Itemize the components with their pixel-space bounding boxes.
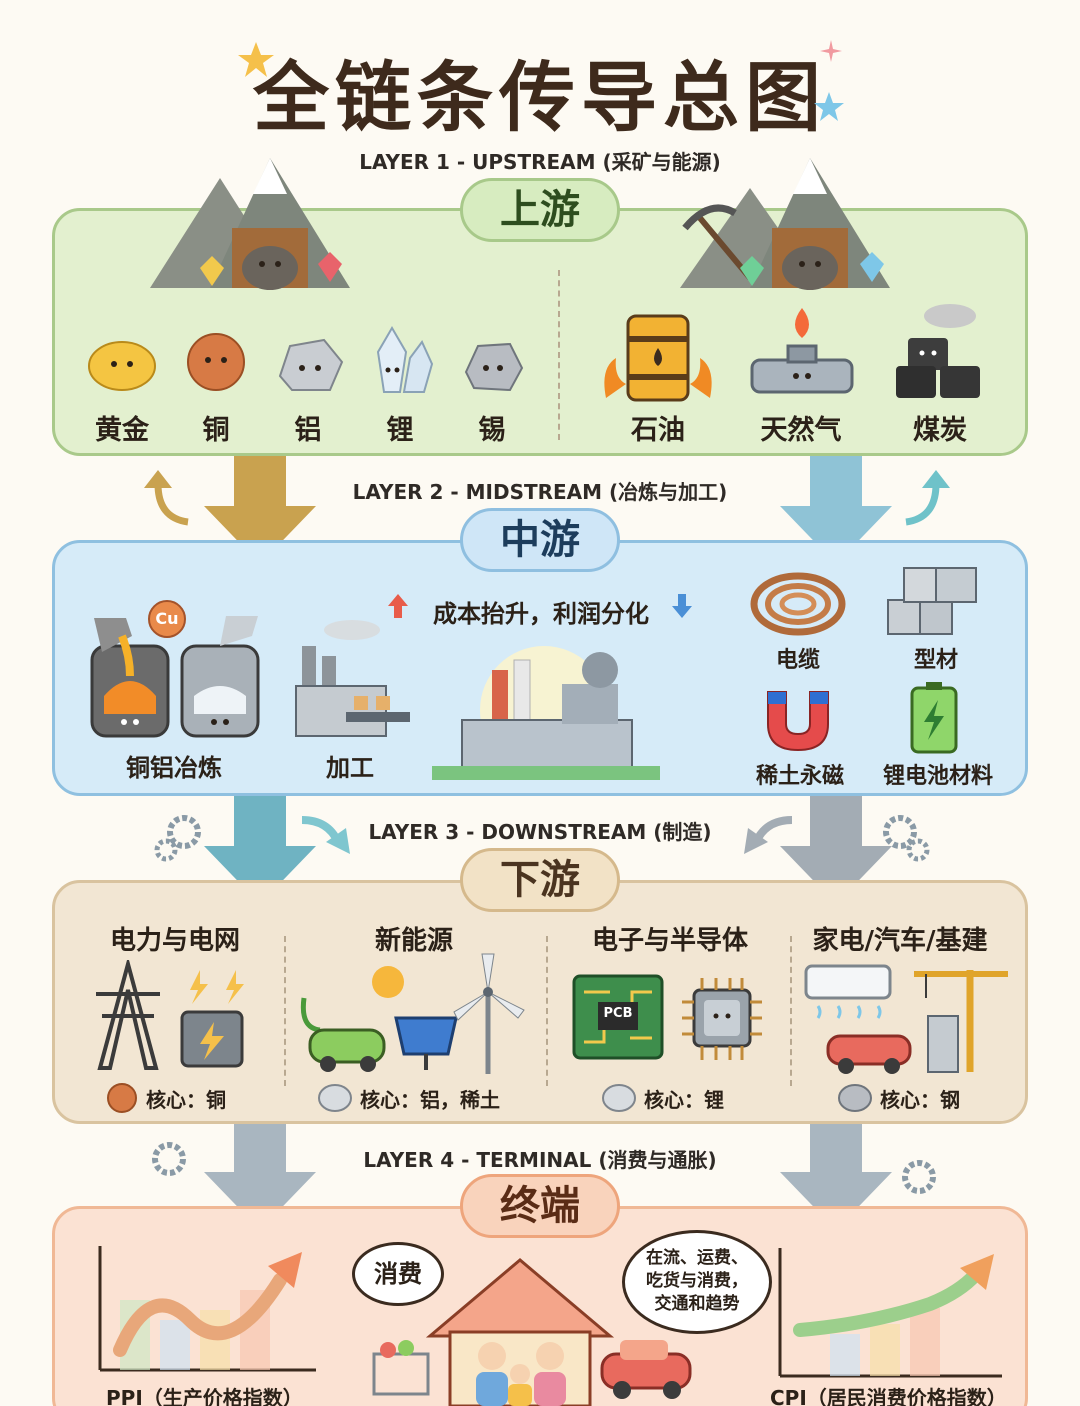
midstream-badge: 中游: [460, 508, 620, 572]
pcb-label: PCB: [603, 1006, 633, 1021]
ev-solar-icon: [300, 966, 458, 1072]
appliance-car-crane-icon: [804, 964, 1008, 1074]
upstream-metal-label: 铝: [294, 415, 322, 446]
arrow-down-icon: [672, 594, 692, 618]
sector-title: 电力与电网: [109, 926, 240, 956]
gear-icon: [154, 815, 201, 862]
mine-mountain-icon: [150, 158, 350, 290]
divider: [558, 270, 560, 440]
core-material: 核心：铜: [146, 1088, 226, 1112]
gear-icon: [152, 1142, 186, 1176]
sector-title: 家电/汽车/基建: [812, 926, 988, 956]
upstream-energy-label: 天然气: [760, 415, 842, 446]
oil-barrel-icon: [604, 314, 712, 402]
steel-ore-icon: [838, 1084, 872, 1112]
core-material: 核心：铝，稀土: [360, 1088, 500, 1112]
terminal-badge: 终端: [460, 1174, 620, 1238]
upstream-metal-label: 黄金: [95, 415, 149, 446]
divider: [546, 936, 548, 1086]
aluminum-ore-icon: [318, 1084, 352, 1112]
page-title: 全链条传导总图: [253, 53, 827, 142]
bubble-line: 吃货与消费，: [646, 1271, 748, 1291]
ppi-label: PPI（生产价格指数）: [106, 1386, 303, 1406]
cpi-chart-icon: [778, 1248, 1002, 1378]
midstream-product-label: 稀土永磁: [755, 764, 844, 789]
divider: [284, 936, 286, 1086]
bubble-line: 交通和趋势: [654, 1294, 740, 1314]
flow-arrow-icon: [204, 796, 316, 904]
downstream-panel: [52, 880, 1028, 1124]
magnet-icon: [767, 691, 829, 752]
curved-arrow-icon: [144, 470, 189, 526]
star-icon: [814, 92, 844, 121]
aluminum-ore-icon: [278, 338, 344, 391]
divider: [790, 936, 792, 1086]
cable-icon: [750, 572, 846, 636]
car-icon: [600, 1340, 692, 1399]
sector-title: 新能源: [374, 926, 453, 956]
midstream-product-label: 型材: [913, 648, 958, 673]
gas-pipe-icon: [750, 308, 854, 394]
layer1-label: LAYER 1 - UPSTREAM (采矿与能源): [359, 150, 721, 174]
smelting-furnace-icon: [90, 616, 260, 738]
processing-label: 加工: [326, 754, 374, 782]
ppi-chart-icon: [98, 1246, 316, 1372]
upstream-metal-label: 铜: [202, 415, 230, 446]
upstream-metal-label: 锡: [478, 415, 506, 446]
curved-arrow-icon: [301, 816, 350, 854]
consume-bubble: 消费: [352, 1242, 444, 1306]
flow-arrow-icon: [780, 456, 892, 564]
flow-arrow-icon: [204, 456, 316, 564]
sparkle-icon: [820, 40, 842, 62]
sector-title: 电子与半导体: [591, 926, 748, 956]
coal-icon: [896, 304, 980, 398]
power-tower-icon: [96, 960, 244, 1070]
gold-nugget-icon: [88, 341, 156, 391]
layer3-label: LAYER 3 - DOWNSTREAM (制造): [368, 820, 712, 844]
downstream-badge: 下游: [460, 848, 620, 912]
layer4-label: LAYER 4 - TERMINAL (消费与通胀): [363, 1148, 717, 1172]
flow-arrow-icon: [204, 1124, 316, 1230]
smelting-label: 铜铝冶炼: [126, 754, 222, 782]
upstream-metal-label: 锂: [386, 415, 414, 446]
battery-icon: [910, 682, 958, 754]
gear-icon: [883, 815, 930, 862]
cpi-label: CPI（居民消费价格指数）: [770, 1386, 1007, 1406]
effect-bubble: 在流、运费、 吃货与消费， 交通和趋势: [622, 1230, 772, 1334]
mine-mountain-icon: [680, 158, 890, 290]
arrow-up-icon: [388, 594, 408, 618]
cost-note: 成本抬升，利润分化: [433, 600, 649, 628]
flow-arrow-icon: [780, 796, 892, 904]
flow-arrow-icon: [780, 1124, 892, 1230]
midstream-product-label: 电缆: [775, 648, 820, 673]
core-material: 核心：锂: [644, 1088, 724, 1112]
upstream-energy-label: 煤炭: [913, 415, 967, 446]
copper-ore-icon: [187, 333, 245, 391]
profile-steel-icon: [887, 567, 977, 635]
upstream-energy-label: 石油: [631, 415, 685, 446]
tin-ore-icon: [464, 342, 524, 392]
lithium-crystal-icon: [376, 326, 434, 393]
curved-arrow-icon: [744, 816, 793, 854]
wind-turbine-icon: [453, 953, 525, 1074]
layer2-label: LAYER 2 - MIDSTREAM (冶炼与加工): [352, 480, 728, 504]
bubble-line: 在流、运费、: [646, 1248, 748, 1268]
upstream-badge: 上游: [460, 178, 620, 242]
gear-icon: [902, 1160, 936, 1194]
industrial-plant-icon: [432, 646, 660, 780]
copper-coin: Cu: [148, 600, 186, 638]
core-material: 核心：钢: [880, 1088, 960, 1112]
star-icon: [238, 42, 274, 77]
pcb-board-icon: [572, 974, 664, 1060]
curved-arrow-icon: [905, 470, 950, 526]
midstream-product-label: 锂电池材料: [882, 764, 993, 789]
lithium-ore-icon: [602, 1084, 636, 1112]
house-family-icon: [372, 1258, 615, 1406]
factory-icon: [295, 620, 410, 737]
copper-ore-icon: [107, 1083, 137, 1113]
chip-icon: [682, 978, 762, 1060]
